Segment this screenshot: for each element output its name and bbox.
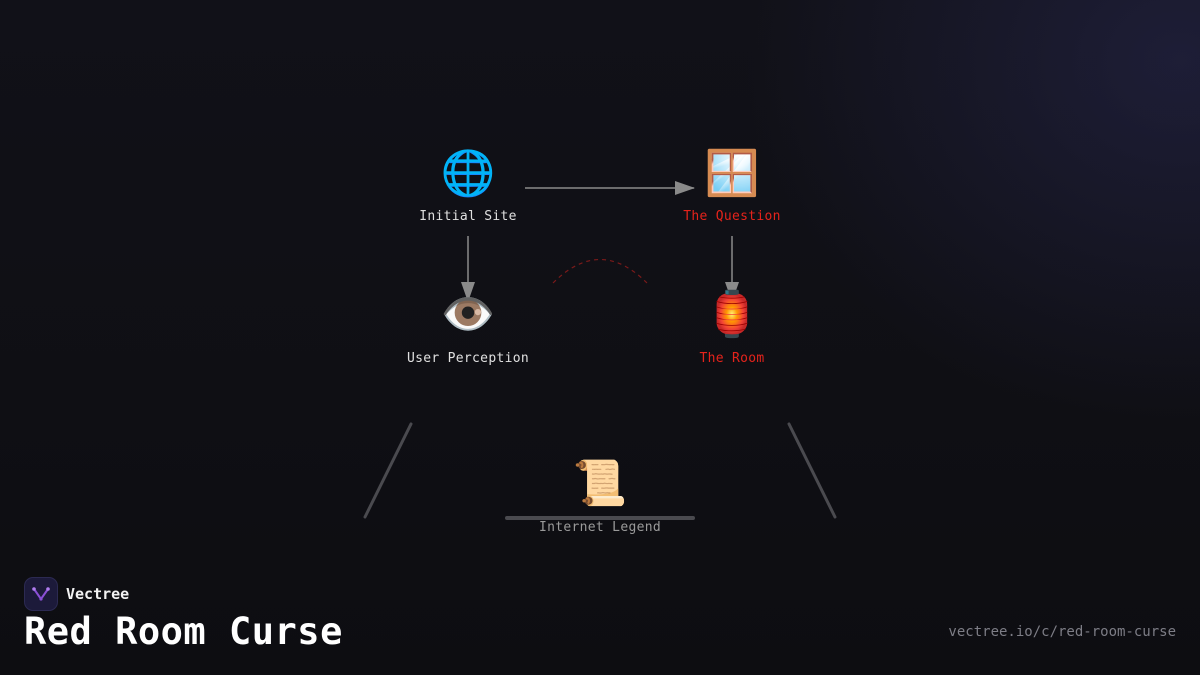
node-label-internet-legend: Internet Legend — [539, 520, 661, 535]
structure-right-slant — [787, 422, 837, 519]
node-label-the-room: The Room — [699, 351, 765, 366]
red-lantern-icon: 🏮 — [704, 289, 760, 340]
page-title: Red Room Curse — [24, 610, 343, 653]
window-icon: 🪟 — [704, 148, 760, 199]
vectree-logo-icon — [24, 577, 58, 611]
eye-icon: 👁️ — [440, 289, 496, 340]
page-url[interactable]: vectree.io/c/red-room-curse — [948, 624, 1176, 640]
edge-dashed-arc — [552, 259, 648, 284]
globe-icon: 🌐 — [440, 148, 496, 199]
node-label-the-question: The Question — [683, 209, 781, 224]
node-label-initial-site: Initial Site — [419, 209, 517, 224]
node-label-user-perception: User Perception — [407, 351, 529, 366]
scroll-icon: 📜 — [572, 458, 628, 509]
brand-name: Vectree — [66, 585, 130, 603]
structure-left-slant — [363, 422, 413, 519]
brand: Vectree — [24, 577, 129, 611]
vectree-logo-mark — [32, 587, 50, 601]
